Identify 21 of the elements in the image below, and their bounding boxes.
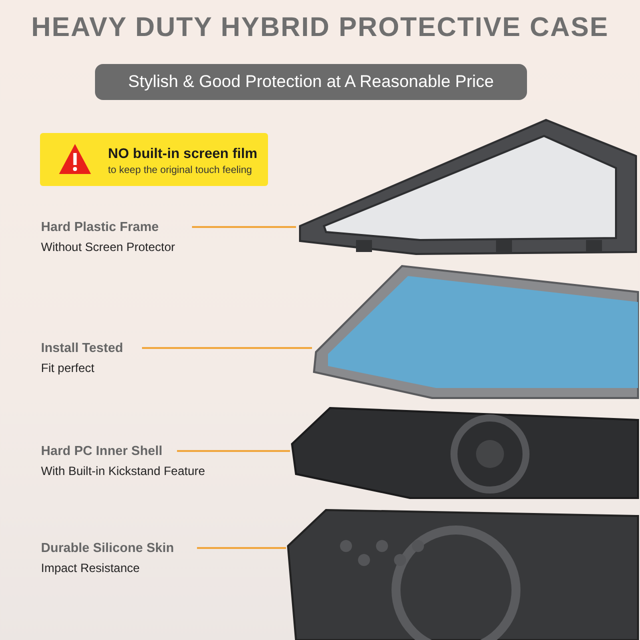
frame-drawing [296,116,640,256]
callout-title: Install Tested [41,340,124,355]
callout-text: Fit perfect [41,361,96,375]
callout-title: Hard Plastic Frame [41,219,160,234]
silicone-skin-drawing [286,506,640,640]
leader-line [192,226,296,228]
callout-text: With Built-in Kickstand Feature [41,464,206,478]
callout-text: Without Screen Protector [41,240,176,254]
warning-heading: NO built-in screen film [108,145,258,161]
leader-line [177,450,290,452]
tablet-drawing [312,262,640,400]
leader-line [197,547,286,549]
leader-line [142,347,312,349]
inner-shell-drawing [290,404,640,500]
warning-banner [40,133,268,186]
callout-text: Impact Resistance [41,561,141,575]
heading: HEAVY DUTY HYBRID PROTECTIVE CASE [30,12,610,43]
warning-text: to keep the original touch feeling [108,165,252,176]
subtitle-banner: Stylish & Good Protection at A Reasonable Price [95,64,527,100]
callout-title: Hard PC Inner Shell [41,443,164,458]
callout-title: Durable Silicone Skin [41,540,174,555]
